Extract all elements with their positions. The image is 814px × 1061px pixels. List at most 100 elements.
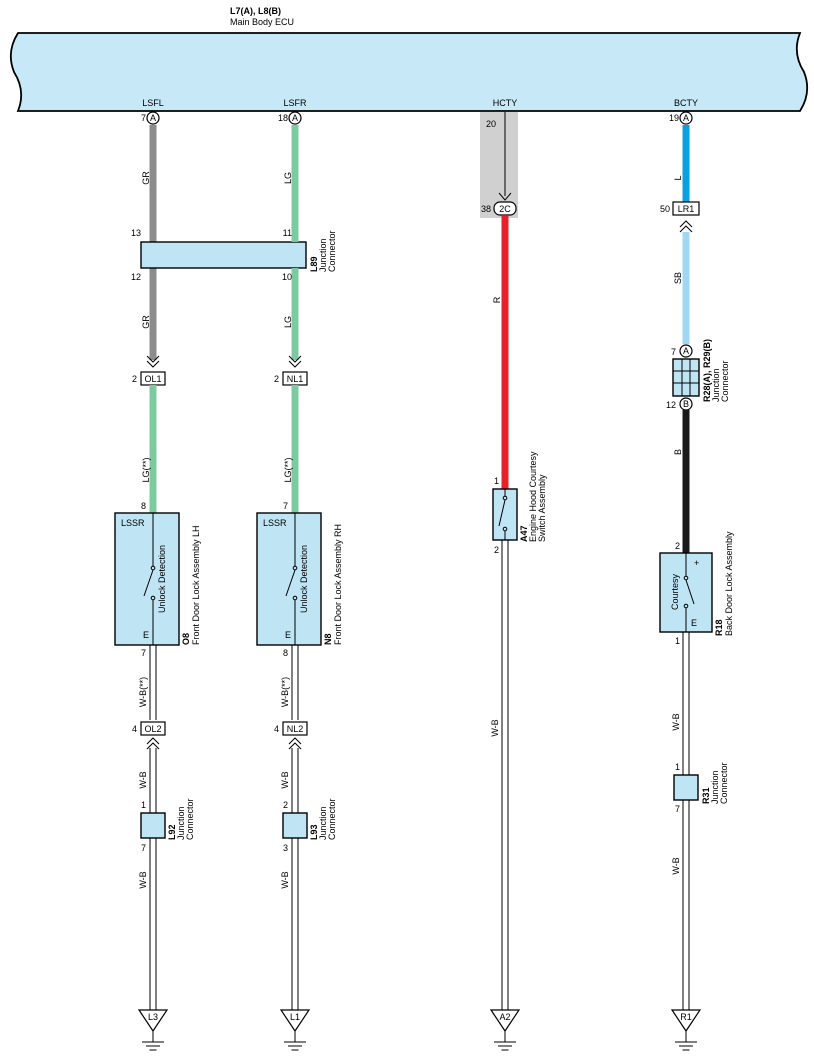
connector-code: 2C <box>499 204 511 214</box>
switch-contact <box>502 526 508 532</box>
junction-connector-l92 <box>140 812 166 839</box>
component-signal: LSSR <box>263 518 287 528</box>
wire-color-label: R <box>492 296 502 303</box>
component-label: Junction <box>176 806 186 840</box>
wire-color-label: B <box>673 449 683 455</box>
component-label: Connector <box>720 360 730 402</box>
ecu-body <box>9 32 809 112</box>
circuit-column-3: HCTY 20 38 2C R 1 A47 Engine Hood Courte… <box>480 98 547 1051</box>
connector-marker <box>679 344 693 358</box>
switch-blade <box>285 569 296 597</box>
component-label: Connector <box>719 762 729 804</box>
switch-contact <box>683 603 689 609</box>
terminal-lsfr: LSFR <box>283 98 307 108</box>
wire-color-label: GR <box>141 171 151 185</box>
switch-contact <box>150 565 156 571</box>
connector-letter: A <box>150 113 156 123</box>
wire-color-label: L <box>673 175 683 180</box>
wire-color-label: W-B <box>280 871 290 888</box>
component-code: A47 <box>519 525 529 542</box>
wire-color-label: SB <box>673 272 683 284</box>
pin-label: 8 <box>141 501 146 511</box>
connector-arrow <box>288 355 302 363</box>
wire-color-label: W-B <box>138 771 148 788</box>
wire-color-label: W-B(**) <box>280 677 290 707</box>
ground-triangle <box>279 1009 311 1033</box>
pin-label: 4 <box>132 724 137 734</box>
connector-letter: A <box>683 113 689 123</box>
component-code: L89 <box>309 256 319 272</box>
pin-label: 12 <box>666 400 676 410</box>
circuit-column-1: LSFL 7 A GR 13 12 GR 2 OL1 LG(**) 8 LSSR… <box>114 98 201 1051</box>
terminal-hcty: HCTY <box>493 98 518 108</box>
component-code: L93 <box>309 824 319 840</box>
pin-label: 8 <box>283 648 288 658</box>
pin-label: 7 <box>671 347 676 357</box>
ground-symbol <box>283 1041 307 1051</box>
pin-label: 2 <box>675 541 680 551</box>
circuit-column-4: BCTY 19 A L 50 LR1 SB 7 A 12 B R28(A), R… <box>659 98 734 1051</box>
pin-label: 2 <box>494 545 499 555</box>
connector-marker <box>288 111 302 125</box>
ground-triangle <box>137 1009 169 1033</box>
component-ground-label: E <box>285 630 291 640</box>
connector-arrow <box>288 360 302 368</box>
ecu-title: L7(A), L8(B) <box>230 6 281 16</box>
component-inner-label: Unlock Detection <box>157 545 167 613</box>
component-n8 <box>256 512 322 646</box>
wire-color-label: LG(**) <box>141 457 151 482</box>
component-code: R18 <box>714 619 724 636</box>
component-label: Junction <box>318 806 328 840</box>
pin-label: 13 <box>131 228 141 238</box>
connector-box <box>672 201 700 216</box>
pin-label: 10 <box>282 272 292 282</box>
wire-color-label: LG(**) <box>283 457 293 482</box>
component-plus-label: + <box>694 558 699 568</box>
connector-marker <box>146 111 160 125</box>
component-label: Connector <box>185 798 195 840</box>
component-name: Front Door Lock Assembly LH <box>191 525 201 645</box>
pin-label: 20 <box>486 119 496 129</box>
component-inner-label: Unlock Detection <box>299 545 309 613</box>
pin-label: 1 <box>675 762 680 772</box>
pin-label: 2 <box>132 374 137 384</box>
connector-code: LR1 <box>678 204 695 214</box>
component-code: O8 <box>181 633 191 645</box>
connector-letter: B <box>683 399 689 409</box>
junction-connector-l89 <box>140 241 307 269</box>
pin-label: 4 <box>274 724 279 734</box>
connector-arrow <box>679 225 693 233</box>
connector-arrow <box>288 742 302 750</box>
connector-box <box>282 721 308 736</box>
component-o8 <box>114 512 180 646</box>
ground-symbol <box>493 1041 517 1051</box>
ecu-name: Main Body ECU <box>230 17 294 27</box>
wire-color-label: W-B <box>671 713 681 730</box>
connector-code: OL1 <box>144 374 161 384</box>
component-signal: LSSR <box>121 518 145 528</box>
connector-arrow <box>146 355 160 363</box>
connector-arrow <box>679 220 693 228</box>
pin-label: 19 <box>669 113 679 123</box>
component-name: Back Door Lock Assembly <box>724 531 734 636</box>
ground-triangle <box>489 1009 521 1033</box>
pin-label: 11 <box>283 228 292 238</box>
component-label: Switch Assembly <box>537 474 547 542</box>
switch-contact <box>292 565 298 571</box>
circuit-column-2: LSFR 18 A LG 11 10 L89 Junction Connecto… <box>256 98 343 1051</box>
connector-code: NL2 <box>287 724 304 734</box>
ground-code: A2 <box>499 1012 510 1022</box>
wire-color-label: LG <box>283 316 293 328</box>
pin-label: 38 <box>481 204 491 214</box>
ground-symbol <box>674 1041 698 1051</box>
pin-label: 1 <box>494 476 499 486</box>
shaded-region <box>480 112 518 218</box>
pin-label: 1 <box>141 800 146 810</box>
connector-code: NL1 <box>287 374 304 384</box>
component-code: L92 <box>167 824 177 840</box>
terminal-bcty: BCTY <box>674 98 698 108</box>
switch-blade <box>685 579 695 605</box>
connector-box <box>140 721 166 736</box>
pin-label: 2 <box>283 800 288 810</box>
component-ground-label: E <box>143 630 149 640</box>
